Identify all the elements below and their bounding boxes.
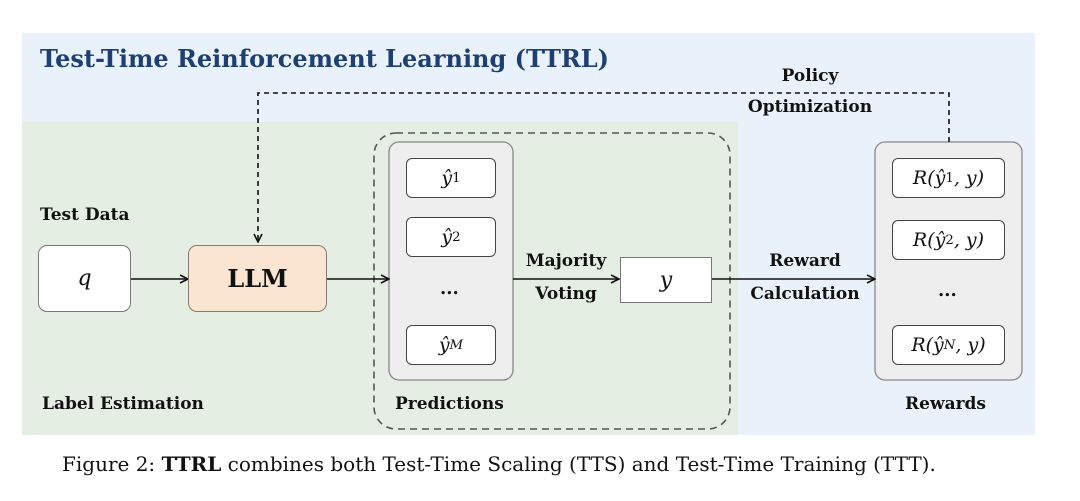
prediction-subscript: 1: [452, 170, 461, 186]
reward-prefix: R(: [912, 167, 935, 189]
reward-calculation-line2: Calculation: [750, 284, 860, 304]
diagram-title: Test-Time Reinforcement Learning (TTRL): [40, 44, 610, 73]
reward-subscript: N: [943, 337, 956, 353]
prediction-symbol: ŷ: [441, 226, 453, 248]
policy-label-line2: Optimization: [747, 97, 873, 117]
reward-symbol: ŷ: [933, 334, 944, 356]
policy-optimization-arrow: [258, 92, 950, 242]
prediction-subscript: 2: [452, 229, 461, 245]
reward-subscript: 2: [945, 232, 954, 248]
caption-prefix: Figure 2:: [62, 452, 162, 476]
majority-voting-line2: Voting: [535, 284, 597, 304]
reward-prefix: R(: [911, 334, 934, 356]
reward-ellipsis: ...: [938, 280, 957, 301]
figure-caption: Figure 2: TTRL combines both Test-Time S…: [62, 452, 936, 476]
prediction-ellipsis: ...: [440, 278, 459, 299]
reward-suffix: , y): [953, 167, 985, 189]
majority-voting-line1: Majority: [525, 251, 607, 271]
reward-suffix: , y): [955, 334, 986, 356]
reward-symbol: ŷ: [934, 167, 946, 189]
caption-rest: combines both Test-Time Scaling (TTS) an…: [221, 452, 936, 476]
reward-symbol: ŷ: [934, 229, 946, 251]
pseudo-label-node: y: [620, 257, 712, 303]
reward-subscript: 1: [945, 170, 954, 186]
policy-label-line1: Policy: [781, 66, 839, 86]
label-estimation-label: Label Estimation: [42, 394, 204, 414]
reward-suffix: , y): [953, 229, 985, 251]
query-node: q: [38, 245, 131, 312]
prediction-symbol: ŷ: [441, 167, 453, 189]
rewards-label: Rewards: [905, 394, 987, 414]
reward-calculation-line1: Reward: [769, 251, 841, 271]
test-data-label: Test Data: [40, 205, 130, 225]
caption-bold: TTRL: [161, 452, 222, 476]
reward-prefix: R(: [912, 229, 935, 251]
predictions-column: [388, 141, 514, 381]
predictions-dashed-container: [373, 132, 731, 430]
predictions-label: Predictions: [395, 394, 504, 414]
prediction-subscript: M: [449, 337, 464, 353]
llm-node: LLM: [188, 245, 327, 312]
prediction-symbol: ŷ: [438, 334, 450, 356]
